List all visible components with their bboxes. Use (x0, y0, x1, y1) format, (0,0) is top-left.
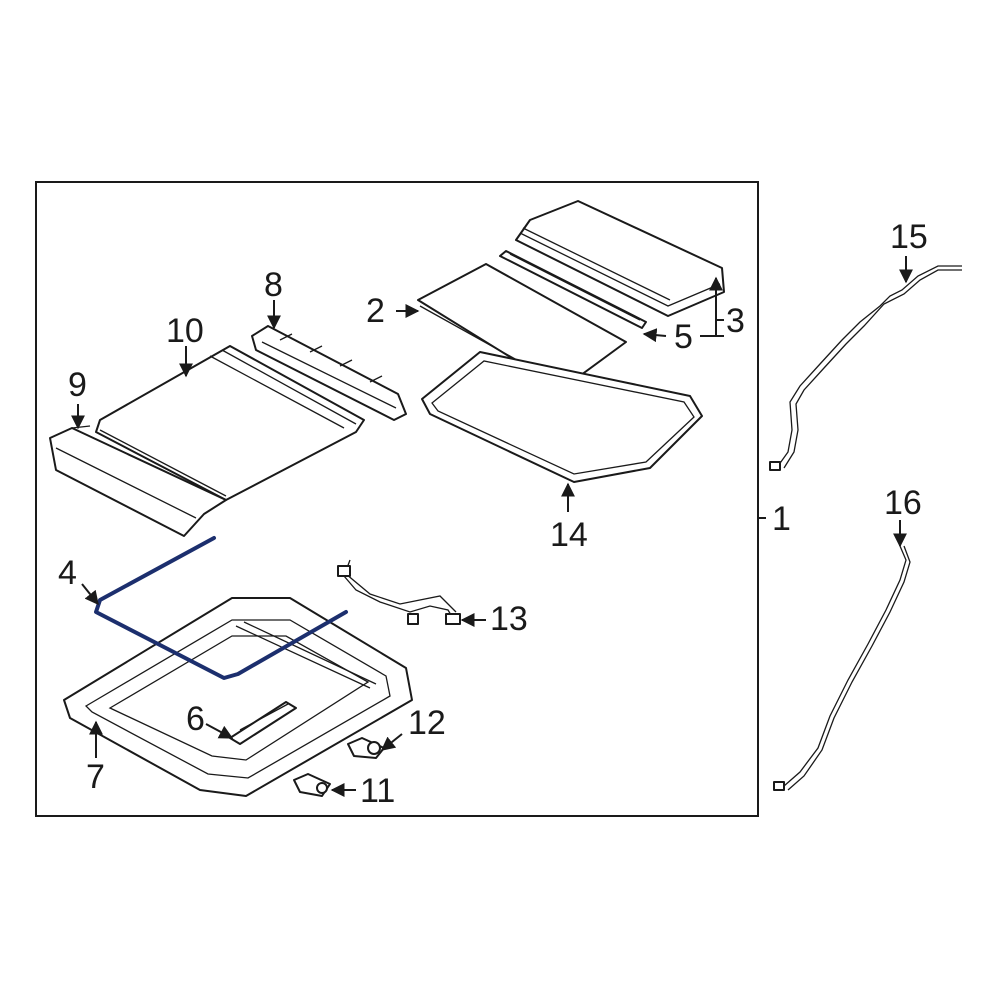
part-wiring-harness[interactable] (337, 559, 461, 625)
callout-16: 16 (884, 484, 922, 522)
callout-4: 4 (58, 554, 77, 592)
callout-2: 2 (366, 292, 385, 330)
part-motor-bracket[interactable] (347, 737, 385, 759)
part-frame[interactable] (63, 597, 413, 797)
callout-6: 6 (186, 700, 205, 738)
callout-12: 12 (408, 704, 446, 742)
part-clip[interactable] (293, 773, 331, 797)
part-front-seal-highlighted[interactable] (94, 536, 348, 680)
part-glass-panel-assembly[interactable] (515, 200, 725, 317)
callout-8: 8 (264, 266, 283, 304)
part-rear-drain-hose[interactable] (773, 545, 911, 791)
part-glass-seal[interactable] (499, 250, 647, 329)
leader-lines (71, 256, 913, 797)
callout-14: 14 (550, 516, 588, 554)
callout-7: 7 (86, 758, 105, 796)
part-front-drain-hose[interactable] (769, 265, 962, 471)
callout-15: 15 (890, 218, 928, 256)
callout-3: 3 (726, 302, 745, 340)
part-weatherstrip[interactable] (421, 351, 703, 483)
callout-13: 13 (490, 600, 528, 638)
callout-5: 5 (674, 318, 693, 356)
callout-10: 10 (166, 312, 204, 350)
assembly-border (35, 181, 759, 817)
part-sunshade[interactable] (95, 345, 365, 501)
callout-1: 1 (772, 500, 791, 538)
callout-11: 11 (360, 772, 395, 810)
callout-9: 9 (68, 366, 87, 404)
part-link[interactable] (229, 701, 297, 745)
